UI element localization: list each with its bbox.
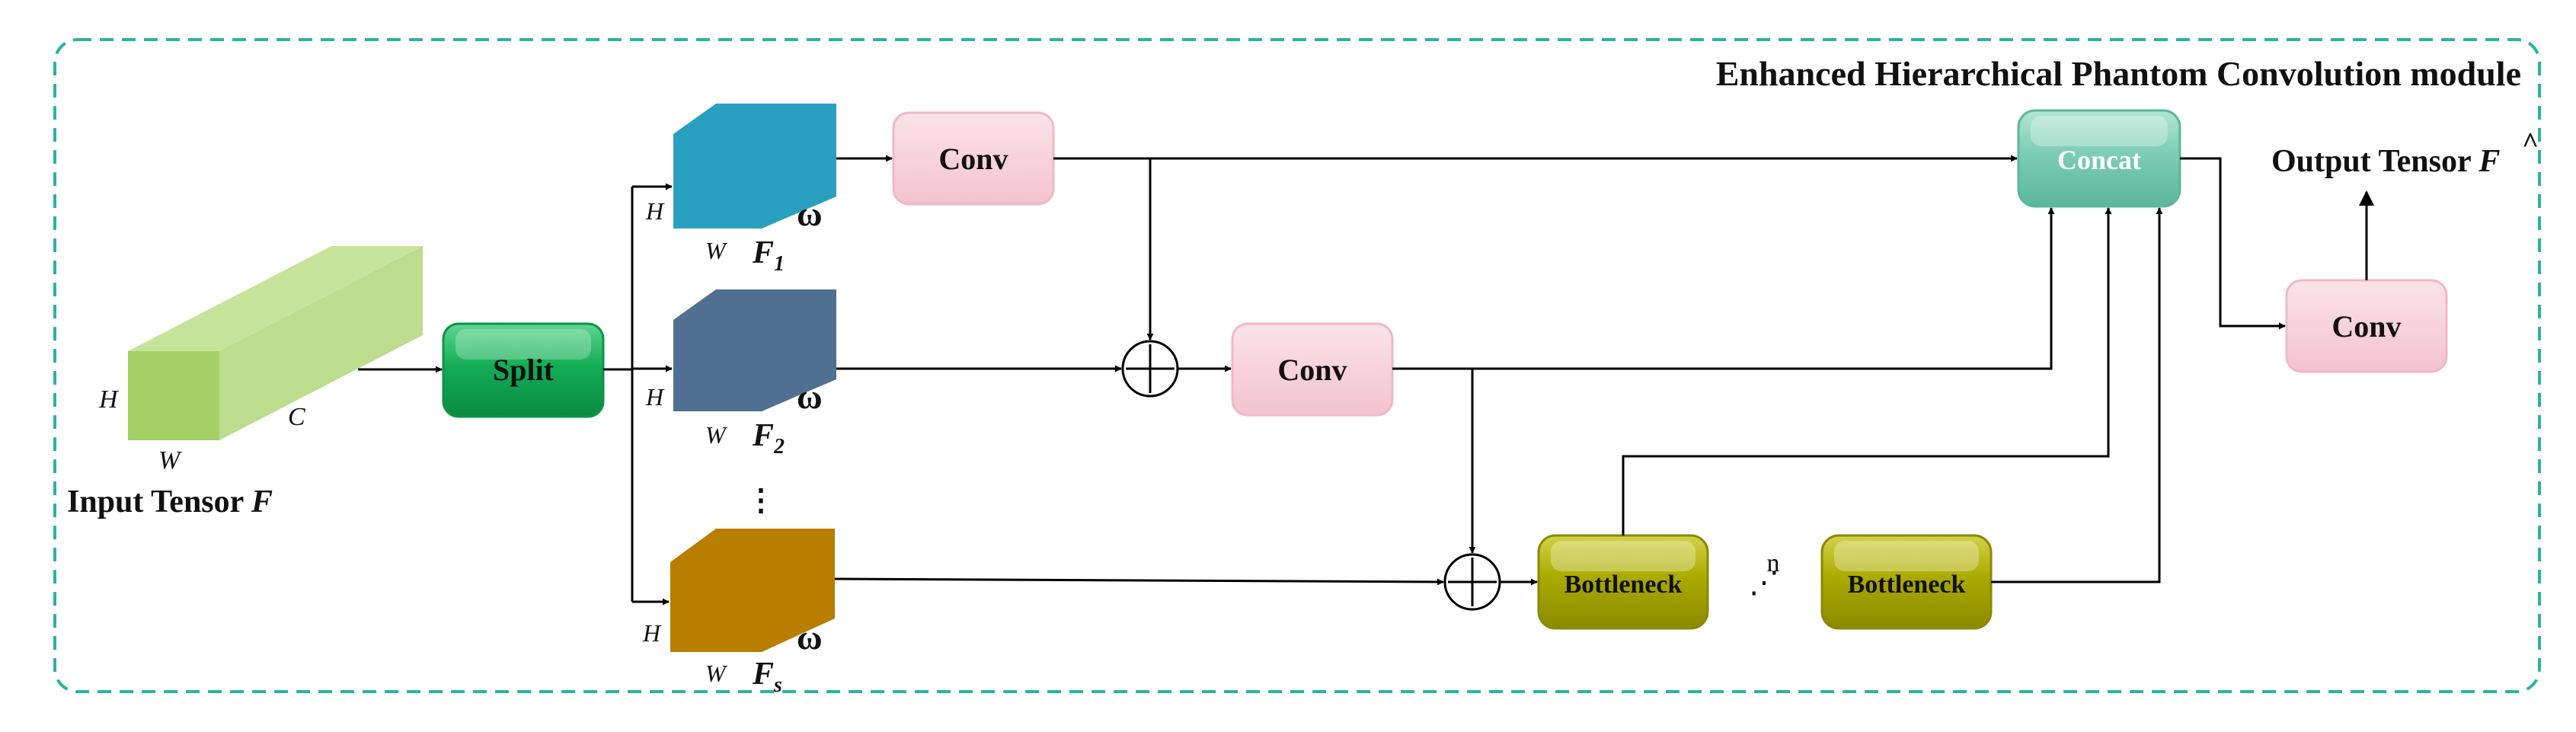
branch2-name: F2 <box>752 418 785 459</box>
branch1-dim-h: H <box>645 197 665 225</box>
branch-ellipsis: ⋮ <box>746 483 776 517</box>
input-dim-h: H <box>98 385 120 414</box>
concat-label: Concat <box>2057 145 2141 175</box>
input-tensor-label: Input Tensor F <box>67 484 273 519</box>
split-label: Split <box>493 353 555 387</box>
bottleneck-box-1-label: Bottleneck <box>1564 571 1683 599</box>
branch1-omega: ω <box>797 194 823 233</box>
branch-cube-f2 <box>673 289 836 411</box>
branchs-omega: ω <box>797 618 823 657</box>
branch2-dim-h: H <box>645 383 665 411</box>
branch1-dim-w: W <box>705 237 728 264</box>
conv-box-2-label: Conv <box>1277 353 1347 387</box>
branch1-name: F1 <box>752 235 785 276</box>
output-hat: ^ <box>2522 127 2539 159</box>
input-tensor-cube <box>128 246 423 440</box>
output-tensor-label: Output Tensor F <box>2271 144 2500 179</box>
module-title: Enhanced Hierarchical Phantom Convolutio… <box>1716 54 2521 93</box>
branch-cube-f1 <box>673 104 836 229</box>
input-dim-w: W <box>158 446 182 475</box>
branch-cube-fs <box>670 529 835 652</box>
conv-box-out-label: Conv <box>2332 309 2401 344</box>
repeat-label: n <box>1767 549 1780 577</box>
branchs-dim-h: H <box>642 619 662 647</box>
sum-circle-2 <box>1443 553 1501 611</box>
branch2-dim-w: W <box>705 421 728 449</box>
branch2-omega: ω <box>797 377 823 416</box>
input-dim-c: C <box>288 403 305 431</box>
repeat-ellipsis: ⋰ <box>1749 565 1779 599</box>
connectors <box>358 155 2374 606</box>
branchs-name: Fs <box>752 657 782 697</box>
module-border <box>53 38 2541 693</box>
sum-circle-1 <box>1121 340 1179 398</box>
branchs-dim-w: W <box>705 660 728 687</box>
bottleneck-box-2-label: Bottleneck <box>1848 571 1966 599</box>
conv-box-1-label: Conv <box>938 142 1008 176</box>
